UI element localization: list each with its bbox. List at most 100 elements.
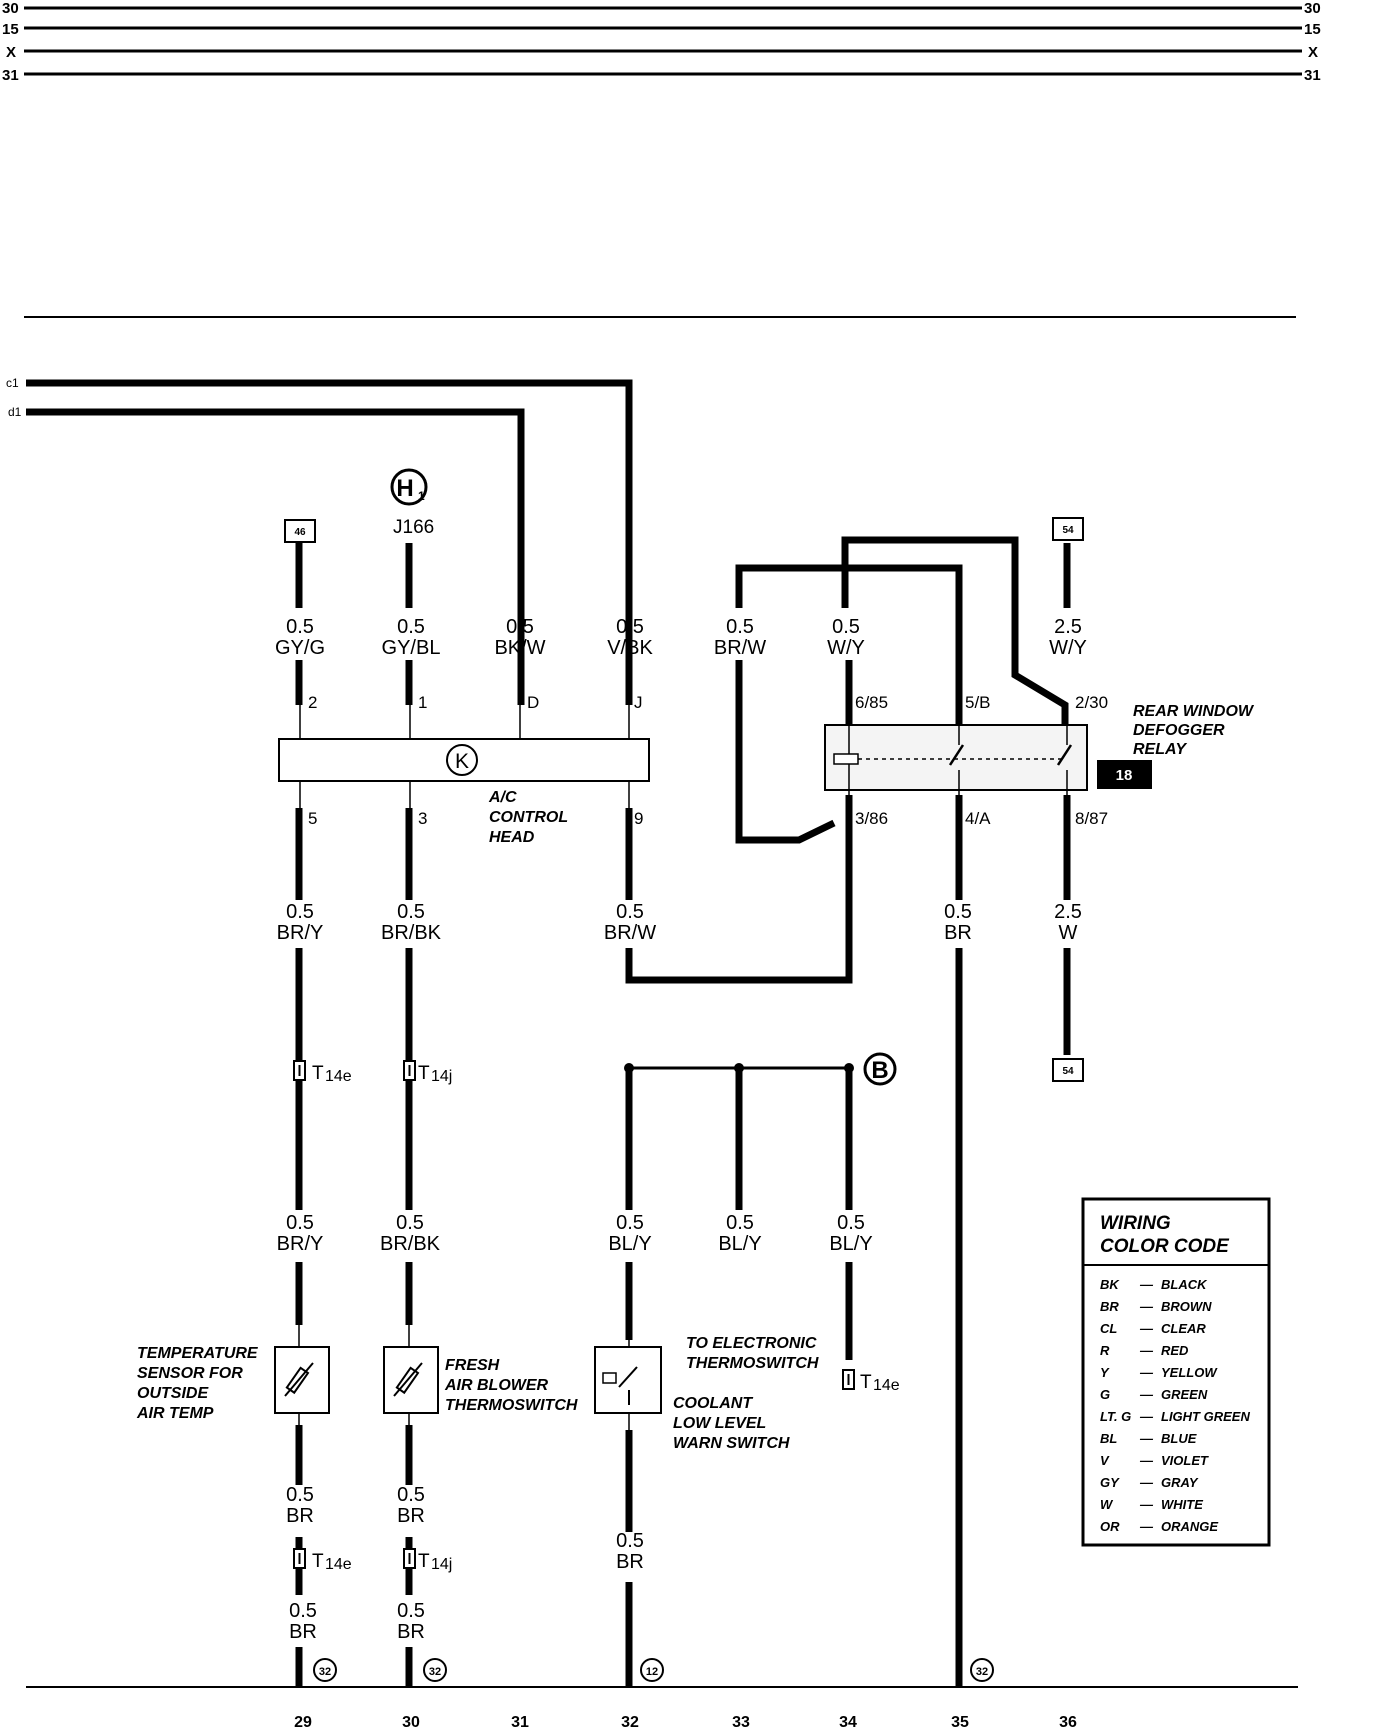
legend-name: BLUE: [1161, 1431, 1197, 1446]
connector-letter: T: [312, 1063, 324, 1084]
h1-circle: [390, 468, 428, 506]
lower-wire-labels: 0.5 BR/Y 0.5 BR/BK 0.5 BL/Y 0.5 BL/Y 0.5…: [277, 1212, 873, 1255]
coolant-switch: [594, 1340, 662, 1430]
legend-dash: —: [1139, 1497, 1154, 1512]
mid-wire-labels: 0.5 BR/Y 0.5 BR/BK 0.5 BR/W 0.5 BR 2.5 W: [277, 901, 1082, 944]
legend-name: BLACK: [1161, 1277, 1208, 1292]
legend-name: BROWN: [1161, 1299, 1212, 1314]
temp-sensor-label: AIR TEMP: [136, 1405, 214, 1422]
legend-code: LT. G: [1100, 1409, 1131, 1424]
legend-dash: —: [1139, 1365, 1154, 1380]
h1-subscript: 1: [418, 489, 425, 503]
column-number: 33: [732, 1714, 750, 1730]
h1-symbol: H: [396, 475, 413, 502]
pin-label: 8/87: [1075, 809, 1108, 828]
ground-ref-icon: [640, 1658, 664, 1682]
ac-head-k-circle: [446, 744, 478, 776]
connector-letter: T: [312, 1551, 324, 1572]
legend-name: VIOLET: [1161, 1453, 1209, 1468]
wire-color: BR: [286, 1505, 314, 1527]
box-54-bottom-label: 54: [1062, 1066, 1074, 1077]
wire-color: BR: [616, 1551, 644, 1573]
legend-name: ORANGE: [1161, 1519, 1218, 1534]
legend-name: YELLOW: [1161, 1365, 1218, 1380]
level-float-icon: [602, 1372, 617, 1384]
pin-label: 4/A: [965, 809, 991, 828]
connector-sub: 14j: [431, 1068, 452, 1085]
wire-gauge: 0.5: [506, 616, 534, 638]
rail-label-15-right: 15: [1304, 21, 1321, 38]
connector-sub: 14e: [325, 1556, 352, 1573]
legend-code: BL: [1100, 1431, 1117, 1446]
ac-head-k-symbol: K: [455, 750, 469, 773]
connector-letter: T: [418, 1551, 430, 1572]
wire-color: BR: [397, 1505, 425, 1527]
legend-dash: —: [1139, 1409, 1154, 1424]
wire-color: BR: [944, 922, 972, 944]
thermistor-arrow: [284, 1362, 314, 1397]
column-number: 34: [839, 1714, 857, 1730]
connector-c34: T 14e: [842, 1369, 900, 1394]
legend-box: [1081, 1197, 1271, 1547]
connector-letter: T: [418, 1063, 430, 1084]
wire-color: BR/Y: [277, 922, 324, 944]
wire-gauge: 2.5: [1054, 901, 1082, 923]
connector-c29a: T 14e: [293, 1060, 352, 1085]
relay-badge: [1097, 760, 1152, 789]
legend-code: Y: [1100, 1365, 1110, 1380]
rail-label-x-right: X: [1308, 44, 1318, 61]
legend-dash: —: [1139, 1343, 1154, 1358]
wire-color: BL/Y: [608, 1233, 651, 1255]
wire-34-top: [841, 536, 1069, 725]
node-dot: [734, 1063, 744, 1073]
legend-code: BK: [1100, 1277, 1120, 1292]
wire-d1: [26, 408, 525, 705]
rail-label-31-left: 31: [2, 67, 19, 84]
ground-ref-label: 32: [429, 1666, 441, 1678]
pin-label: 2: [308, 693, 317, 712]
wire-gauge: 0.5: [396, 1212, 424, 1234]
pin-label: 5/B: [965, 693, 991, 712]
legend-name: LIGHT GREEN: [1161, 1409, 1250, 1424]
ac-head-name-line: A/C: [488, 789, 517, 806]
legend-dash: —: [1139, 1387, 1154, 1402]
ac-head-name: A/C CONTROL HEAD: [488, 789, 568, 846]
wire-color: BR/W: [714, 637, 766, 659]
wire-gauge: 0.5: [397, 1484, 425, 1506]
blower-switch-label: AIR BLOWER: [444, 1377, 549, 1394]
coolant-switch-label: COOLANT: [673, 1395, 753, 1412]
legend-title: COLOR CODE: [1100, 1236, 1230, 1257]
legend-dash: —: [1139, 1321, 1154, 1336]
wire-color: BR/BK: [381, 922, 442, 944]
node-dot: [844, 1063, 854, 1073]
pin-label: 1: [418, 693, 427, 712]
pin-label: J: [634, 693, 643, 712]
wire-gauge: 0.5: [286, 1212, 314, 1234]
legend-name: CLEAR: [1161, 1321, 1206, 1336]
rail-label-31-right: 31: [1304, 67, 1321, 84]
wire-color: BR/BK: [380, 1233, 441, 1255]
relay-contact: [948, 744, 965, 766]
wire-color: GY/BL: [382, 637, 441, 659]
legend-dash: —: [1139, 1519, 1154, 1534]
power-rails: [24, 6, 1302, 76]
ac-head-name-line: HEAD: [489, 829, 535, 846]
ground-ref-icon: [423, 1658, 447, 1682]
relay-coil: [833, 753, 859, 765]
label-d1: d1: [8, 405, 22, 419]
node-b-circle: [863, 1052, 897, 1086]
wire-gauge: 0.5: [616, 1212, 644, 1234]
relay-pins: 6/85 5/B 2/30 3/86 4/A 8/87: [855, 693, 1108, 828]
legend-rows: BK — BLACK BR — BROWN CL — CLEAR R — RED…: [1100, 1277, 1250, 1534]
ac-control-head: K 2 1 D J 5 3 9 A/C CONTROL HEAD: [278, 693, 650, 846]
rail-label-15-left: 15: [2, 21, 19, 38]
blower-switch-label: FRESH: [445, 1357, 500, 1374]
connector-sub: 14j: [431, 1556, 452, 1573]
legend-code: V: [1100, 1453, 1110, 1468]
bus-b: B: [624, 1052, 897, 1086]
legend-name: GRAY: [1161, 1475, 1199, 1490]
to-electronic-label: THERMOSWITCH: [686, 1355, 819, 1372]
legend-title: WIRING: [1100, 1213, 1171, 1234]
node-dot: [624, 1063, 634, 1073]
wire-gauge: 0.5: [726, 1212, 754, 1234]
